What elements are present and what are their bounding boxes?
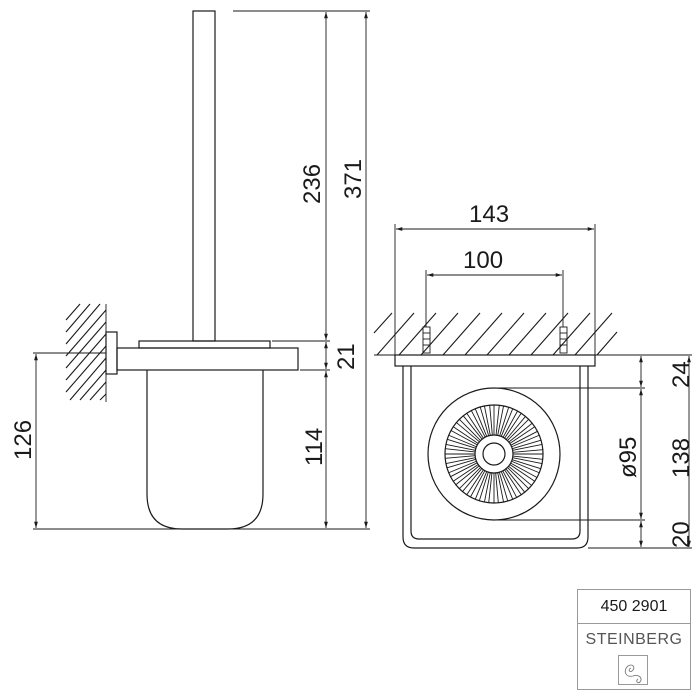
steinberg-logo-icon — [618, 655, 648, 685]
dim-holder-thickness: 21 — [333, 343, 360, 370]
top-wall-plate — [394, 354, 596, 367]
screw-left — [422, 326, 431, 354]
dim-cup-height: 114 — [301, 428, 328, 466]
dim-brush-handle-height: 236 — [299, 164, 326, 204]
dim-overall-height: 371 — [340, 159, 367, 199]
article-number: 450 2901 — [578, 590, 690, 624]
brand-name: STEINBERG — [585, 631, 683, 648]
wall-hatch-left — [65, 303, 107, 402]
dim-cup-to-front: 20 — [668, 521, 695, 548]
brush-cap — [138, 340, 271, 349]
dim-mount-to-bottom: 126 — [10, 420, 37, 460]
holder-arm — [116, 347, 299, 371]
brush-handle — [192, 10, 216, 342]
brush-hub — [474, 434, 514, 474]
holder-frame-inner — [410, 366, 581, 540]
dim-overall-width: 143 — [469, 201, 509, 228]
holder-frame-outer — [402, 366, 589, 549]
dim-wall-to-cup: 24 — [668, 361, 695, 388]
wall-hatch-right — [373, 312, 618, 356]
dim-cup-diameter: ø95 — [615, 437, 642, 478]
wall-mount-plate — [105, 331, 118, 375]
screw-right — [559, 326, 568, 354]
side-view: 236 371 21 114 126 — [10, 10, 370, 530]
brush-cup — [146, 370, 264, 530]
dim-screw-spacing: 100 — [463, 247, 503, 274]
brush-bristles — [445, 405, 543, 503]
dim-overall-depth: 138 — [668, 438, 695, 478]
top-view: 143 100 24 ø95 138 20 — [373, 201, 695, 549]
title-block: 450 2901 STEINBERG — [577, 589, 691, 690]
brush-center — [482, 442, 506, 466]
